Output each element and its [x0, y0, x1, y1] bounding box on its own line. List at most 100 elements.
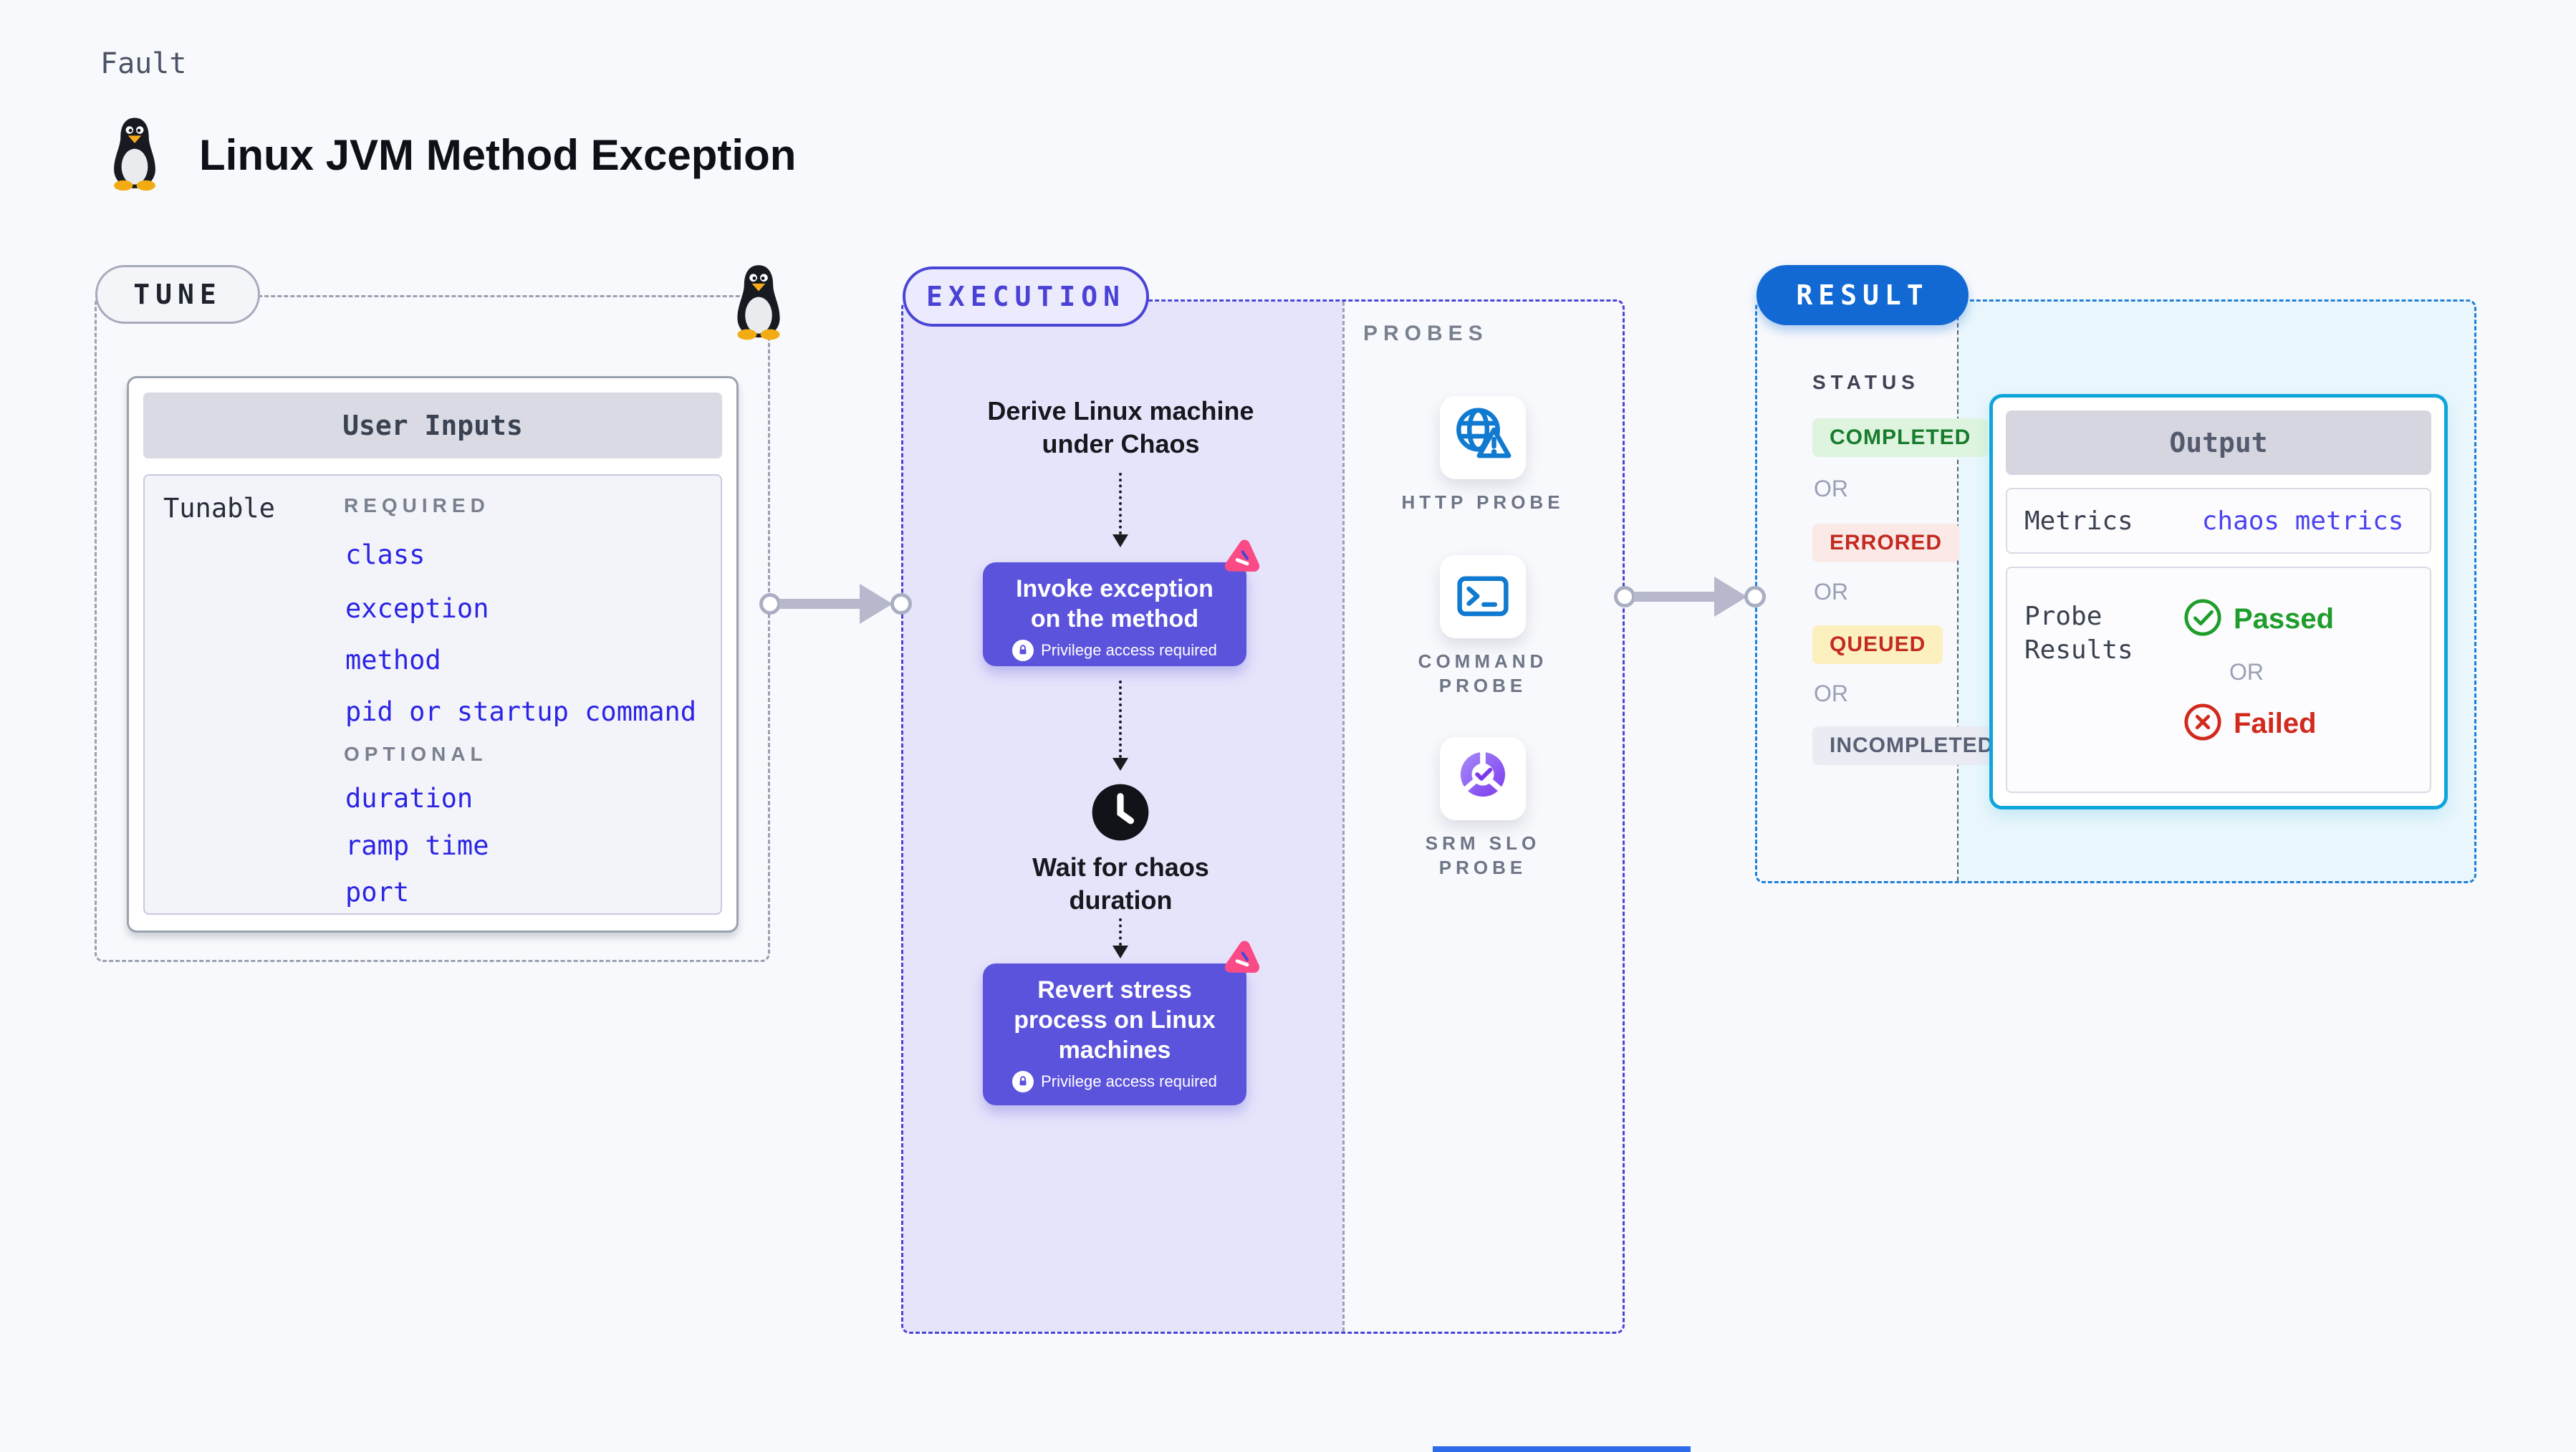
tux-icon: [105, 113, 165, 192]
output-header: Output: [2006, 410, 2431, 475]
revert-stress-node: Revert stress process on Linux machines …: [983, 963, 1246, 1105]
revert-line3: machines: [1058, 1037, 1171, 1064]
terminal-icon: [1451, 564, 1514, 630]
optional-label: OPTIONAL: [344, 743, 488, 765]
privilege-label: Privilege access required: [1041, 1072, 1217, 1090]
probe-result-or: OR: [2229, 659, 2264, 685]
status-badge-queued: QUEUED: [1812, 625, 1943, 664]
connector1-arrowhead: [860, 584, 893, 624]
chaos-icon: [1215, 533, 1267, 585]
tunables-table: Tunable REQUIRED class exception method …: [143, 474, 722, 915]
flow-arrow-head: [1112, 946, 1128, 958]
metrics-row: Metrics chaos metrics: [2006, 488, 2431, 554]
tune-pill: TUNE: [95, 265, 260, 324]
srm-slo-probe-label: SRM SLO PROBE: [1383, 831, 1583, 880]
status-badge-completed: COMPLETED: [1812, 418, 1989, 457]
flow-arrow-line: [1119, 681, 1122, 758]
status-or: OR: [1814, 476, 1848, 501]
passed-label: Passed: [2234, 603, 2335, 635]
status-or: OR: [1814, 681, 1848, 706]
user-inputs-card: User Inputs Tunable REQUIRED class excep…: [127, 376, 739, 933]
user-inputs-title: User Inputs: [342, 410, 523, 441]
failed-label: Failed: [2234, 708, 2317, 739]
connector2-port-right: [1744, 586, 1766, 607]
probes-divider: [1342, 302, 1345, 1332]
flow-arrow-line: [1119, 918, 1122, 946]
lock-icon: [1012, 1071, 1034, 1092]
metrics-value-link[interactable]: chaos metrics: [2201, 506, 2404, 536]
wait-step-label: Wait for chaos duration: [901, 851, 1340, 917]
invoke-line2: on the method: [1030, 605, 1199, 633]
connector2-bar: [1634, 592, 1716, 602]
tunable-link[interactable]: exception: [345, 593, 489, 624]
tunable-link[interactable]: pid or startup command: [345, 696, 697, 727]
slo-donut-icon: [1451, 746, 1514, 812]
srm-slo-probe-card: [1440, 737, 1526, 820]
srm-probe-label-line1: SRM SLO: [1425, 832, 1541, 854]
flow-arrow-head: [1112, 534, 1128, 547]
result-pill-label: RESULT: [1796, 279, 1929, 311]
output-title: Output: [2169, 427, 2268, 458]
page-title: Linux JVM Method Exception: [199, 131, 797, 179]
lock-icon: [1012, 640, 1034, 661]
tune-section-box: [95, 295, 770, 962]
invoke-exception-node: Invoke exception on the method Privilege…: [983, 562, 1246, 666]
status-badge-errored: ERRORED: [1812, 524, 1960, 562]
derive-line1: Derive Linux machine: [987, 396, 1254, 425]
required-label: REQUIRED: [344, 494, 490, 516]
metrics-label: Metrics: [2024, 506, 2133, 536]
execution-pill-label: EXECUTION: [926, 281, 1125, 312]
wait-line2: duration: [1069, 885, 1173, 915]
connector1-port-right: [890, 593, 912, 615]
connector1-bar: [779, 599, 861, 609]
wait-line1: Wait for chaos: [1032, 852, 1209, 882]
status-label: STATUS: [1812, 371, 1920, 393]
result-divider: [1957, 302, 1959, 881]
tunable-link[interactable]: ramp time: [345, 830, 489, 861]
flow-arrow-head: [1112, 758, 1128, 771]
tunable-link[interactable]: duration: [345, 783, 474, 814]
http-probe-label: HTTP PROBE: [1383, 490, 1583, 514]
command-probe-label-line2: PROBE: [1438, 675, 1527, 696]
tunable-link[interactable]: method: [345, 645, 441, 675]
http-probe-card: [1440, 396, 1526, 479]
privilege-label: Privilege access required: [1041, 641, 1217, 659]
status-badge-incompleted: INCOMPLETED: [1812, 726, 2012, 765]
chaos-icon: [1215, 934, 1267, 986]
execution-pill: EXECUTION: [903, 266, 1149, 327]
clock-icon: [1090, 782, 1150, 842]
revert-line1: Revert stress: [1037, 976, 1192, 1004]
status-or: OR: [1814, 579, 1848, 605]
page-kicker: Fault: [100, 47, 187, 80]
http-probe-label-line1: HTTP PROBE: [1401, 491, 1565, 513]
flow-arrow-line: [1119, 473, 1122, 534]
x-circle-icon: [2183, 703, 2222, 745]
globe-alert-icon: [1451, 405, 1514, 471]
srm-probe-label-line2: PROBE: [1438, 857, 1527, 878]
probe-results-label-line1: Probe: [2024, 602, 2102, 631]
tune-pill-label: TUNE: [133, 279, 222, 310]
command-probe-label: COMMAND PROBE: [1383, 649, 1583, 698]
probe-results-label-line2: Results: [2024, 635, 2133, 665]
connector2-arrowhead: [1714, 577, 1747, 617]
output-card: Output Metrics chaos metrics Probe Resul…: [1989, 394, 2448, 809]
connector2-port-left: [1614, 586, 1635, 607]
revert-line2: process on Linux: [1014, 1006, 1216, 1034]
derive-step-label: Derive Linux machine under Chaos: [901, 395, 1340, 461]
probes-title: PROBES: [1363, 322, 1489, 345]
user-inputs-header: User Inputs: [143, 393, 722, 458]
probe-results-row: Probe Results Passed OR: [2006, 567, 2431, 793]
invoke-line1: Invoke exception: [1016, 575, 1213, 602]
connector1-port-left: [759, 593, 781, 615]
command-probe-label-line1: COMMAND: [1418, 650, 1548, 672]
probe-results-label: Probe Results: [2024, 600, 2133, 667]
tunable-link[interactable]: port: [345, 877, 410, 908]
tunable-link[interactable]: class: [345, 539, 426, 570]
command-probe-card: [1440, 555, 1526, 638]
tux-small-icon: [728, 261, 789, 341]
tunable-row-label: Tunable: [163, 493, 275, 524]
derive-line2: under Chaos: [1042, 429, 1200, 458]
bottom-blue-strip: [1433, 1446, 1691, 1452]
check-circle-icon: [2183, 598, 2222, 640]
result-pill: RESULT: [1756, 265, 1969, 325]
